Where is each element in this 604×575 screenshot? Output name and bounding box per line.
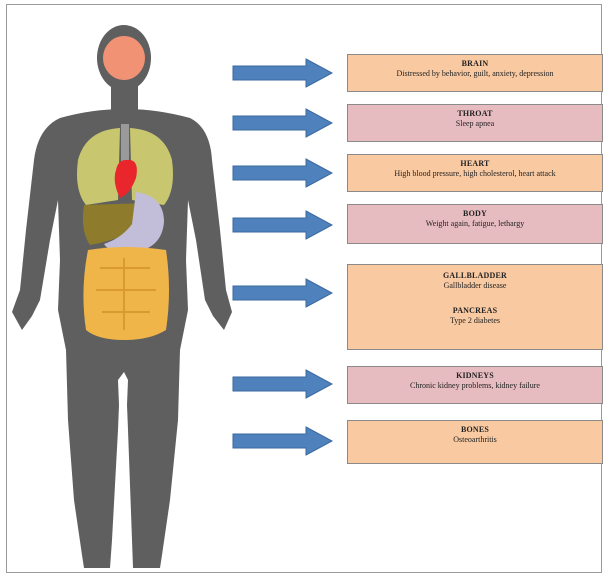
box-description: Weight again, fatigue, lethargy [348,219,602,229]
box-description: Sleep apnea [348,119,602,129]
label-box-throat: THROAT Sleep apnea [347,104,603,142]
box-title: KIDNEYS [348,370,602,381]
arrow-brain [230,56,335,90]
arrow-body [230,208,335,242]
brain-organ [103,36,145,80]
box-description-secondary: Type 2 diabetes [348,316,602,326]
box-title: THROAT [348,108,602,119]
box-description: Gallbladder disease [348,281,602,291]
box-title: GALLBLADDER [348,270,602,281]
box-description: Chronic kidney problems, kidney failure [348,381,602,391]
label-box-heart: HEART High blood pressure, high choleste… [347,154,603,192]
arrow-kidneys [230,367,335,401]
arrow-bones [230,424,335,458]
label-box-bones: BONES Osteoarthritis [347,420,603,464]
label-box-brain: BRAIN Distressed by behavior, guilt, anx… [347,54,603,92]
human-body-illustration [0,0,240,575]
intestines-organ [83,247,169,340]
box-title: BONES [348,424,602,435]
label-box-body: BODY Weight again, fatigue, lethargy [347,204,603,244]
box-description: Distressed by behavior, guilt, anxiety, … [348,69,602,79]
box-title: BODY [348,208,602,219]
box-title: HEART [348,158,602,169]
arrow-heart [230,156,335,190]
arrow-throat [230,106,335,140]
box-title: BRAIN [348,58,602,69]
box-title-secondary: PANCREAS [348,305,602,316]
box-description: Osteoarthritis [348,435,602,445]
label-box-gallbladder-pancreas: GALLBLADDER Gallbladder disease PANCREAS… [347,264,603,350]
box-description: High blood pressure, high cholesterol, h… [348,169,602,179]
arrow-gallbladder-pancreas [230,276,335,310]
label-box-kidneys: KIDNEYS Chronic kidney problems, kidney … [347,366,603,404]
